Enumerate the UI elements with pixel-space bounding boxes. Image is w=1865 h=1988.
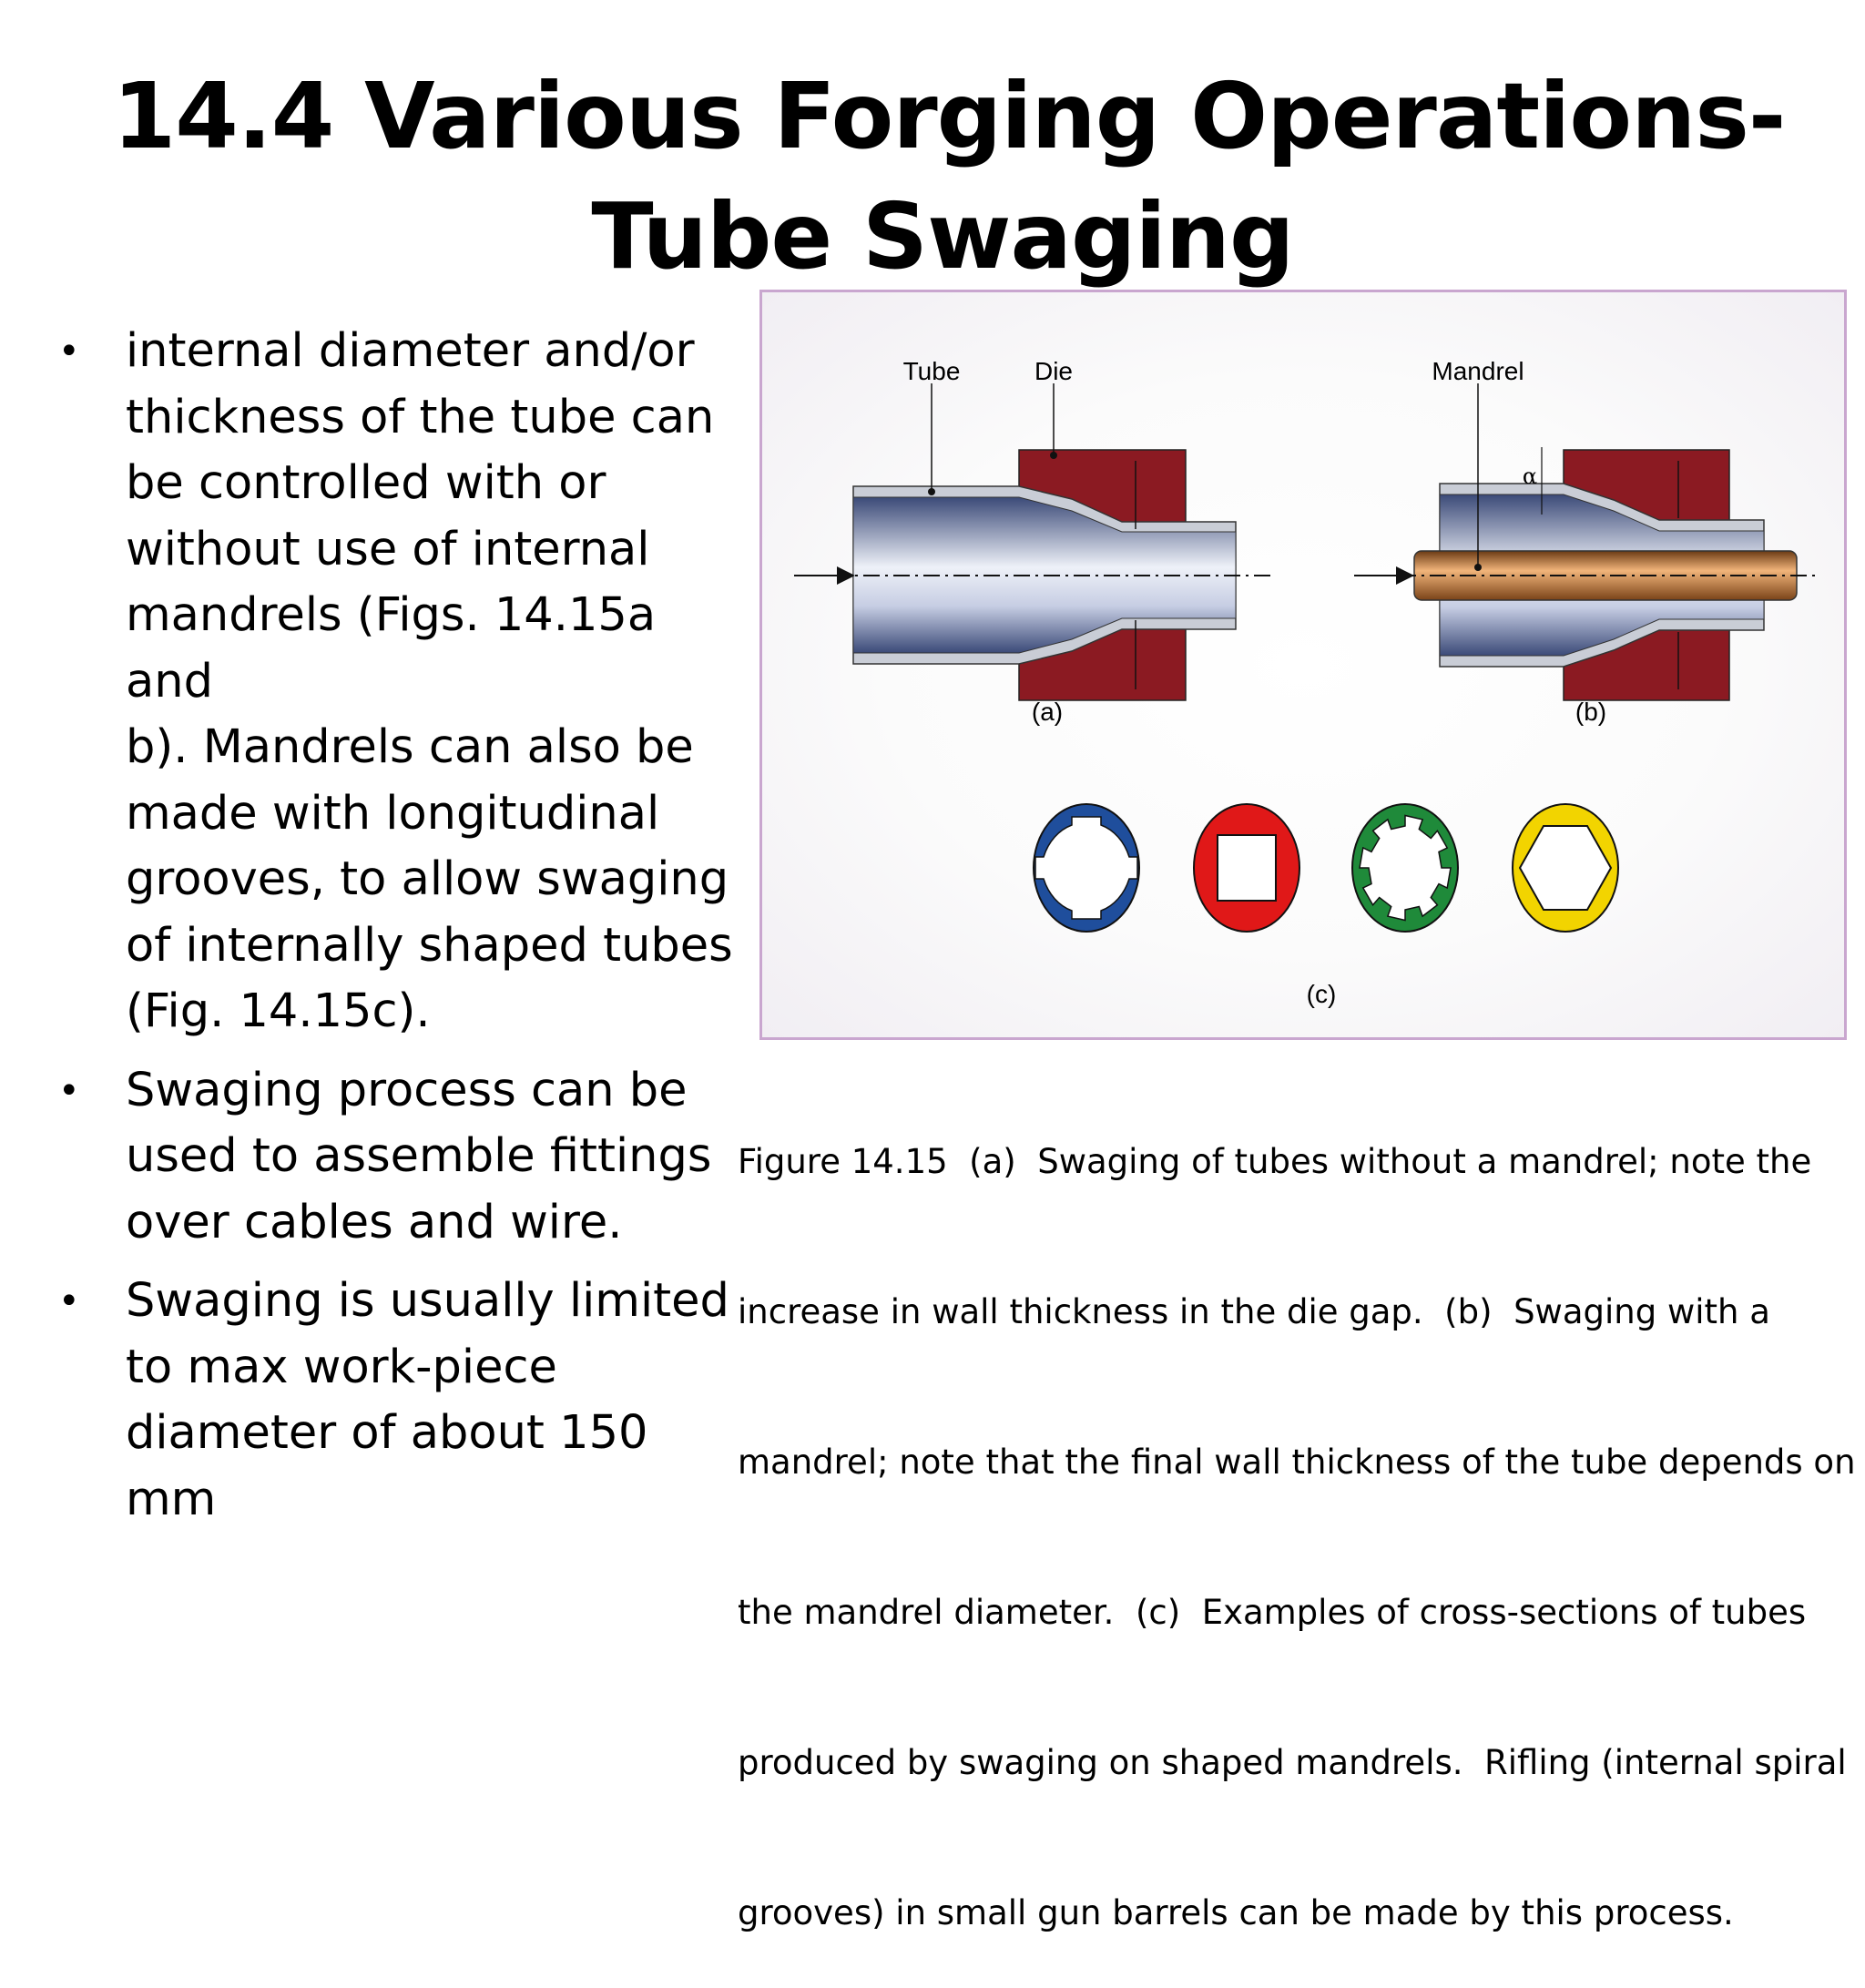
cross-section-yellow (1512, 803, 1619, 933)
bullet-item: • Swaging is usually limited to max work… (53, 1269, 745, 1533)
bullet-line: b). Mandrels can also be (126, 720, 694, 774)
bullet-dot-icon: • (58, 1069, 80, 1112)
caption-line: Figure 14.15 (a) Swaging of tubes withou… (738, 1142, 1812, 1181)
caption-line: produced by swaging on shaped mandrels. … (738, 1743, 1847, 1782)
figure-caption: Figure 14.15 (a) Swaging of tubes withou… (738, 1036, 1858, 1988)
bullet-line: without use of internal (126, 522, 650, 576)
title-line-2: Tube Swaging (591, 183, 1294, 290)
caption-line: mandrel; note that the final wall thickn… (738, 1443, 1856, 1482)
label-a: (a) (1032, 698, 1063, 726)
bullet-line: (Fig. 14.15c). (126, 984, 431, 1038)
gear-bore (1359, 814, 1452, 922)
bullet-line: used to assemble fittings (126, 1129, 712, 1183)
bullet-line: made with longitudinal (126, 786, 660, 841)
label-mandrel: Mandrel (1432, 357, 1524, 385)
bullet-line: Swaging is usually limited (126, 1274, 729, 1328)
bullet-line: of internally shaped tubes (126, 918, 733, 973)
cross-section-red (1193, 803, 1300, 933)
bullet-list: • internal diameter and/or thickness of … (53, 319, 745, 1545)
bullet-dot-icon: • (58, 1280, 80, 1322)
label-tube: Tube (903, 357, 961, 385)
caption-line: the mandrel diameter. (c) Examples of cr… (738, 1593, 1807, 1632)
bullet-dot-icon: • (58, 331, 80, 372)
bullet-item: • Swaging process can be used to assembl… (53, 1058, 745, 1257)
bullet-line: internal diameter and/or (126, 324, 695, 378)
bullet-line: mandrels (Figs. 14.15a and (126, 588, 657, 709)
label-c: (c) (1307, 980, 1337, 1008)
page-title: 14.4 Various Forging Operations- Tube Sw… (0, 56, 1865, 297)
bullet-line: thickness of the tube can (126, 390, 715, 444)
title-line-1: 14.4 Various Forging Operations- (112, 63, 1787, 169)
figure-14-15: Tube Die (a) Mandrel α (b) (759, 290, 1847, 1040)
bullet-item: • internal diameter and/or thickness of … (53, 319, 745, 1045)
diagram-b: Mandrel α (b) (1354, 357, 1819, 726)
cross-section-green (1351, 803, 1459, 933)
bullet-line: diameter of about 150 mm (126, 1406, 648, 1526)
label-alpha: α (1523, 464, 1537, 489)
label-die: Die (1034, 357, 1073, 385)
bullet-line: to max work-piece (126, 1340, 557, 1394)
caption-line: grooves) in small gun barrels can be mad… (738, 1893, 1734, 1932)
bullet-line: Swaging process can be (126, 1063, 688, 1117)
diagram-a: Tube Die (a) (794, 357, 1272, 726)
cross-section-blue (1033, 803, 1140, 933)
bullet-line: grooves, to allow swaging (126, 852, 729, 906)
label-b: (b) (1575, 698, 1606, 726)
bullet-line: over cables and wire. (126, 1195, 623, 1249)
caption-line: increase in wall thickness in the die ga… (738, 1292, 1770, 1331)
bullet-line: be controlled with or (126, 456, 606, 510)
diagram-c: (c) (1033, 803, 1619, 1008)
swaging-diagram: Tube Die (a) Mandrel α (b) (794, 357, 1819, 1008)
